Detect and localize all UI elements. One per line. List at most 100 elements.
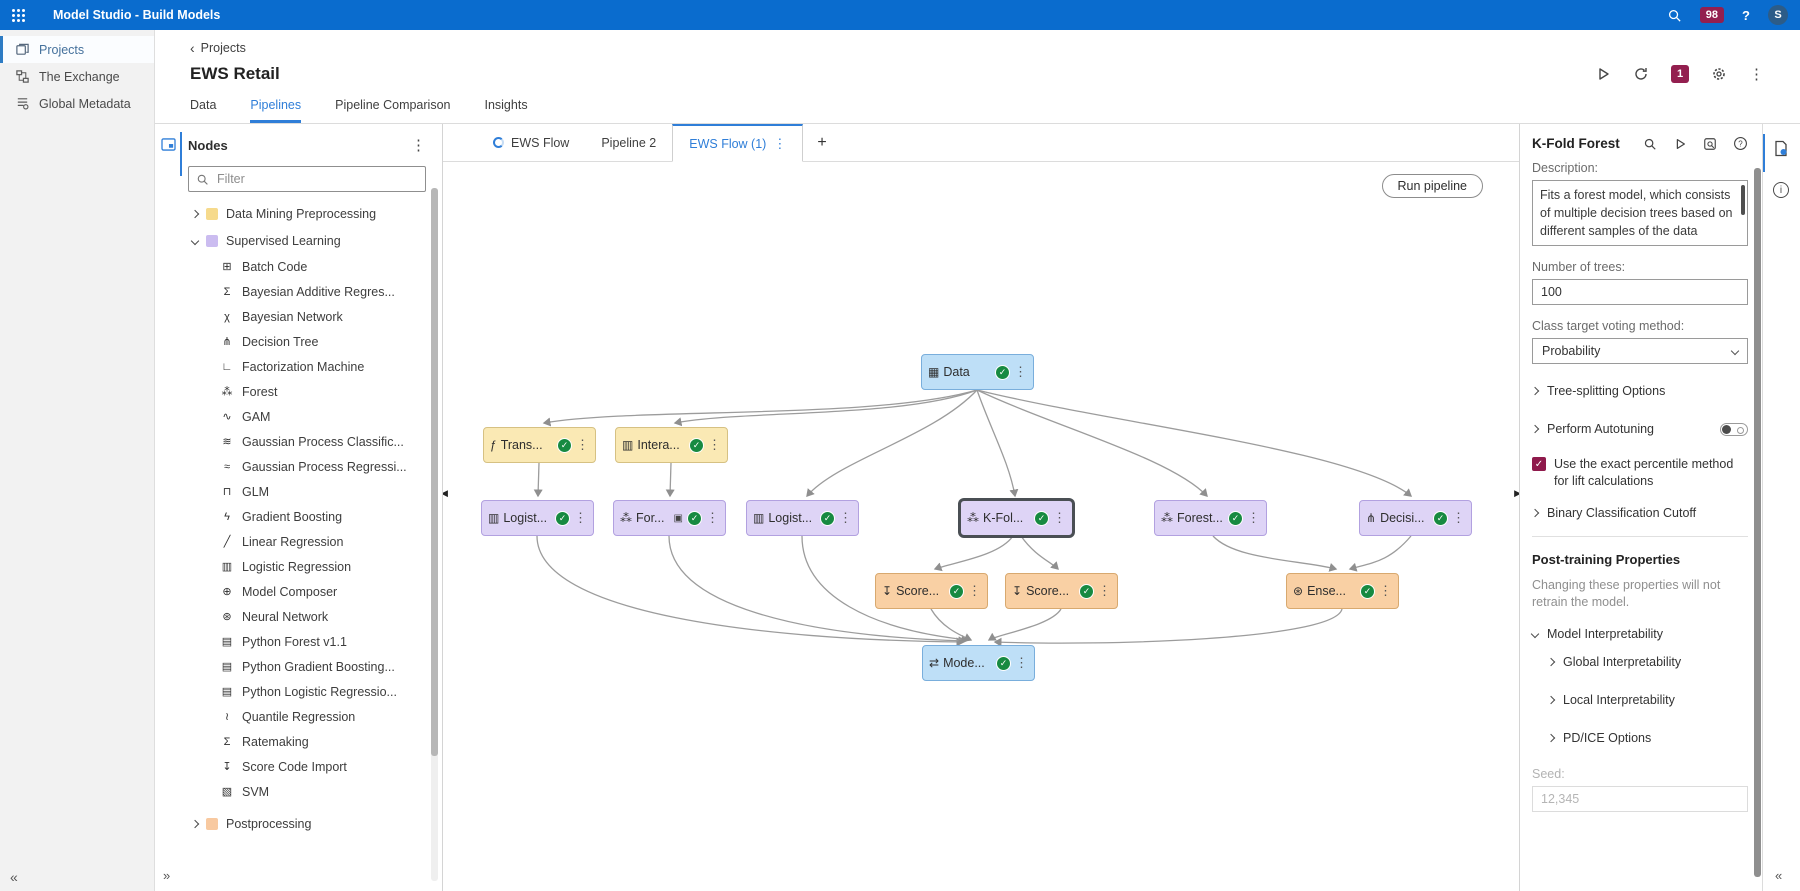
pipeline-tab-pipeline-2[interactable]: Pipeline 2 <box>585 124 672 161</box>
node-menu-icon[interactable]: ⋮ <box>576 437 589 452</box>
node-item-glm[interactable]: ⊓GLM <box>188 479 426 504</box>
node-item-factorization-machine[interactable]: ∟Factorization Machine <box>188 354 426 379</box>
autotuning-toggle[interactable] <box>1720 422 1748 436</box>
properties-scrollbar[interactable] <box>1754 168 1761 877</box>
queue-badge[interactable]: 1 <box>1671 65 1689 83</box>
pipeline-tab-menu-icon[interactable]: ⋮ <box>773 135 787 151</box>
node-item-quantile-regression[interactable]: ≀Quantile Regression <box>188 704 426 729</box>
number-of-trees-field[interactable] <box>1532 279 1748 305</box>
sidebar-item-the-exchange[interactable]: The Exchange <box>0 63 154 90</box>
pipeline-tab-ews-flow-1[interactable]: EWS Flow (1) ⋮ <box>672 124 804 162</box>
run-project-icon[interactable] <box>1595 66 1611 82</box>
node-item-batch-code[interactable]: ⊞Batch Code <box>188 254 426 279</box>
node-item-python-logistic-regression[interactable]: ▤Python Logistic Regressio... <box>188 679 426 704</box>
results-icon[interactable] <box>1703 137 1717 151</box>
search-icon[interactable] <box>1667 8 1682 23</box>
flow-node-logistic-1[interactable]: ▥ Logist... ✓ ⋮ <box>481 500 594 536</box>
node-group-data-mining-preprocessing[interactable]: Data Mining Preprocessing <box>188 200 426 227</box>
node-menu-icon[interactable]: ⋮ <box>1053 510 1066 525</box>
flow-node-data[interactable]: ▦ Data ✓ ⋮ <box>921 354 1034 390</box>
collapse-left-panel-handle[interactable]: ◀ <box>443 488 448 498</box>
flow-node-ensemble[interactable]: ⊛ Ense... ✓ ⋮ <box>1286 573 1399 609</box>
exact-percentile-checkbox-row[interactable]: ✓ Use the exact percentile method for li… <box>1532 456 1748 490</box>
section-local-interpretability[interactable]: Local Interpretability <box>1532 693 1748 707</box>
tab-pipeline-comparison[interactable]: Pipeline Comparison <box>335 98 451 112</box>
node-item-linear-regression[interactable]: ╱Linear Regression <box>188 529 426 554</box>
node-item-model-composer[interactable]: ⊕Model Composer <box>188 579 426 604</box>
add-pipeline-button[interactable]: + <box>817 133 827 151</box>
node-item-score-code-import[interactable]: ↧Score Code Import <box>188 754 426 779</box>
expand-nodes-panel-icon[interactable]: » <box>163 868 171 883</box>
node-menu-icon[interactable]: ⋮ <box>1014 364 1027 379</box>
sidebar-item-global-metadata[interactable]: Global Metadata <box>0 90 154 117</box>
flow-node-forest-2[interactable]: ⁂ Forest... ✓ ⋮ <box>1154 500 1267 536</box>
section-tree-splitting-options[interactable]: Tree-splitting Options <box>1530 384 1748 398</box>
node-item-gam[interactable]: ∿GAM <box>188 404 426 429</box>
flow-node-model-comparison[interactable]: ⇄ Mode... ✓ ⋮ <box>922 645 1035 681</box>
node-item-svm[interactable]: ▧SVM <box>188 779 426 804</box>
node-group-supervised-learning[interactable]: Supervised Learning <box>188 227 426 254</box>
notifications-badge[interactable]: 98 <box>1699 7 1725 23</box>
tab-data[interactable]: Data <box>190 98 217 112</box>
node-menu-icon[interactable]: ⋮ <box>574 510 587 525</box>
flow-node-score-2[interactable]: ↧ Score... ✓ ⋮ <box>1005 573 1118 609</box>
flow-node-interactions[interactable]: ▥ Intera... ✓ ⋮ <box>615 427 728 463</box>
flow-node-transformations[interactable]: ƒ Trans... ✓ ⋮ <box>483 427 596 463</box>
nodes-scrollbar[interactable] <box>431 188 438 881</box>
node-properties-tab-icon[interactable] <box>1773 140 1789 160</box>
node-item-forest[interactable]: ⁂Forest <box>188 379 426 404</box>
node-menu-icon[interactable]: ⋮ <box>1098 583 1111 598</box>
collapse-right-rail-icon[interactable]: « <box>1775 868 1783 883</box>
node-menu-icon[interactable]: ⋮ <box>1379 583 1392 598</box>
breadcrumb[interactable]: ‹ Projects <box>190 40 1786 56</box>
sidebar-item-projects[interactable]: Projects <box>0 36 154 63</box>
node-menu-icon[interactable]: ⋮ <box>1452 510 1465 525</box>
user-avatar[interactable]: S <box>1768 5 1788 25</box>
flow-node-score-1[interactable]: ↧ Score... ✓ ⋮ <box>875 573 988 609</box>
node-item-neural-network[interactable]: ⊛Neural Network <box>188 604 426 629</box>
filter-input[interactable] <box>188 166 426 192</box>
settings-gear-icon[interactable] <box>1711 66 1727 82</box>
node-item-python-gradient-boosting[interactable]: ▤Python Gradient Boosting... <box>188 654 426 679</box>
flow-node-logistic-2[interactable]: ▥ Logist... ✓ ⋮ <box>746 500 859 536</box>
pipeline-tab-ews-flow[interactable]: EWS Flow <box>477 124 585 161</box>
section-model-interpretability[interactable]: Model Interpretability <box>1530 627 1748 641</box>
run-pipeline-button[interactable]: Run pipeline <box>1381 174 1483 198</box>
description-textarea[interactable]: Fits a forest model, which consists of m… <box>1532 180 1748 246</box>
node-item-logistic-regression[interactable]: ▥Logistic Regression <box>188 554 426 579</box>
flow-node-kfold-forest[interactable]: ⁂ K-Fol... ✓ ⋮ <box>960 500 1073 536</box>
node-menu-icon[interactable]: ⋮ <box>968 583 981 598</box>
filter-text-field[interactable] <box>215 171 418 187</box>
node-item-gaussian-process-classification[interactable]: ≋Gaussian Process Classific... <box>188 429 426 454</box>
refresh-icon[interactable] <box>1633 66 1649 82</box>
section-perform-autotuning[interactable]: Perform Autotuning <box>1530 422 1748 436</box>
voting-method-select[interactable]: Probability <box>1532 338 1748 364</box>
node-help-icon[interactable]: ? <box>1733 136 1748 151</box>
run-node-icon[interactable] <box>1673 137 1687 151</box>
collapse-sidebar-icon[interactable]: « <box>10 869 18 885</box>
nodes-panel-menu-icon[interactable]: ⋮ <box>411 137 426 154</box>
node-item-gaussian-process-regression[interactable]: ≈Gaussian Process Regressi... <box>188 454 426 479</box>
node-group-postprocessing[interactable]: Postprocessing <box>188 810 426 837</box>
node-menu-icon[interactable]: ⋮ <box>839 510 852 525</box>
node-search-icon[interactable] <box>1643 137 1657 151</box>
flow-node-forest-1[interactable]: ⁂ For... ▣ ✓ ⋮ <box>613 500 726 536</box>
more-options-icon[interactable]: ⋮ <box>1749 66 1764 83</box>
info-icon[interactable]: i <box>1773 182 1789 198</box>
section-pd-ice-options[interactable]: PD/ICE Options <box>1532 731 1748 745</box>
node-menu-icon[interactable]: ⋮ <box>1015 655 1028 670</box>
help-icon[interactable]: ? <box>1742 7 1750 23</box>
node-menu-icon[interactable]: ⋮ <box>708 437 721 452</box>
panel-pin-icon[interactable] <box>161 138 176 154</box>
checkbox-checked-icon[interactable]: ✓ <box>1532 457 1546 471</box>
tab-insights[interactable]: Insights <box>484 98 528 112</box>
flow-node-decision-tree[interactable]: ⋔ Decisi... ✓ ⋮ <box>1359 500 1472 536</box>
section-binary-classification-cutoff[interactable]: Binary Classification Cutoff <box>1530 506 1748 520</box>
tab-pipelines[interactable]: Pipelines <box>250 98 302 123</box>
description-scrollbar[interactable] <box>1741 185 1745 215</box>
app-switcher-icon[interactable] <box>12 8 25 22</box>
